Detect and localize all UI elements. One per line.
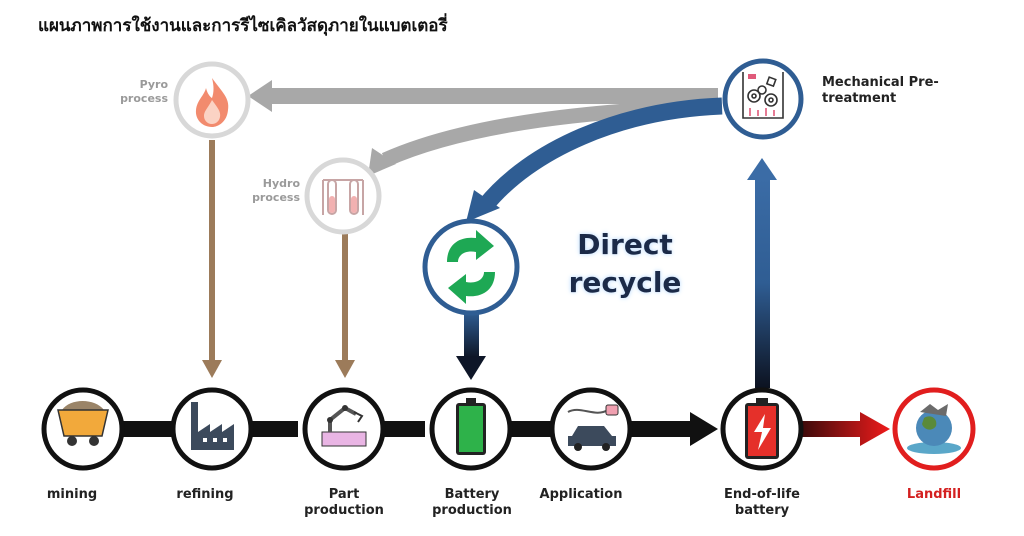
arrow-eol-to-landfill — [800, 412, 890, 446]
part-production-label: Part production — [304, 487, 384, 518]
pyro-label: Pyro process — [120, 78, 168, 105]
arrow-application-to-eol — [630, 412, 718, 446]
eol-battery-label: End-of-life battery — [724, 487, 800, 518]
arrow-pyro-to-refining — [202, 140, 222, 378]
application-label: Application — [539, 487, 623, 502]
shredder-icon — [742, 72, 784, 119]
direct-recycle-line2: recycle — [568, 266, 682, 299]
battery-production-label: Battery production — [432, 487, 512, 518]
refining-node — [170, 387, 254, 471]
green-battery-icon — [456, 398, 486, 455]
pyro-node — [173, 61, 251, 139]
mining-node — [41, 387, 125, 471]
arrow-hydro-to-part — [335, 232, 355, 378]
arrow-eol-to-mechanical — [747, 158, 777, 388]
mechanical-node — [722, 58, 804, 140]
hydro-label: Hydro process — [252, 177, 300, 204]
direct-recycle-node — [422, 218, 520, 316]
ev-charging-icon — [567, 404, 619, 451]
page-title: แผนภาพการใช้งานและการรีไซเคิลวัสดุภายในแ… — [38, 16, 448, 36]
dead-battery-icon — [745, 398, 779, 459]
landfill-label: Landfill — [906, 487, 962, 502]
recycle-arrows-icon — [447, 230, 495, 304]
landfill-node — [892, 387, 976, 471]
part-production-node — [302, 387, 386, 471]
factory-icon — [191, 402, 234, 450]
polluted-earth-icon — [907, 404, 961, 454]
battery-production-node — [429, 387, 513, 471]
eol-battery-node — [720, 387, 804, 471]
arrow-mechanical-to-direct — [466, 97, 723, 222]
test-tubes-icon — [322, 179, 364, 215]
timeline-bars — [120, 412, 890, 446]
direct-recycle-label: Direct recycle — [545, 226, 705, 302]
refining-label: refining — [176, 487, 234, 502]
mining-label: mining — [46, 487, 98, 502]
mine-cart-icon — [57, 401, 109, 446]
direct-recycle-line1: Direct — [577, 228, 673, 261]
robot-arm-icon — [321, 405, 367, 447]
mechanical-label: Mechanical Pre-treatment — [822, 75, 939, 106]
arrow-mechanical-to-pyro — [248, 80, 718, 112]
flame-icon — [195, 78, 229, 127]
arrow-direct-to-battery — [456, 312, 486, 380]
hydro-node — [304, 157, 382, 235]
application-node — [549, 387, 633, 471]
